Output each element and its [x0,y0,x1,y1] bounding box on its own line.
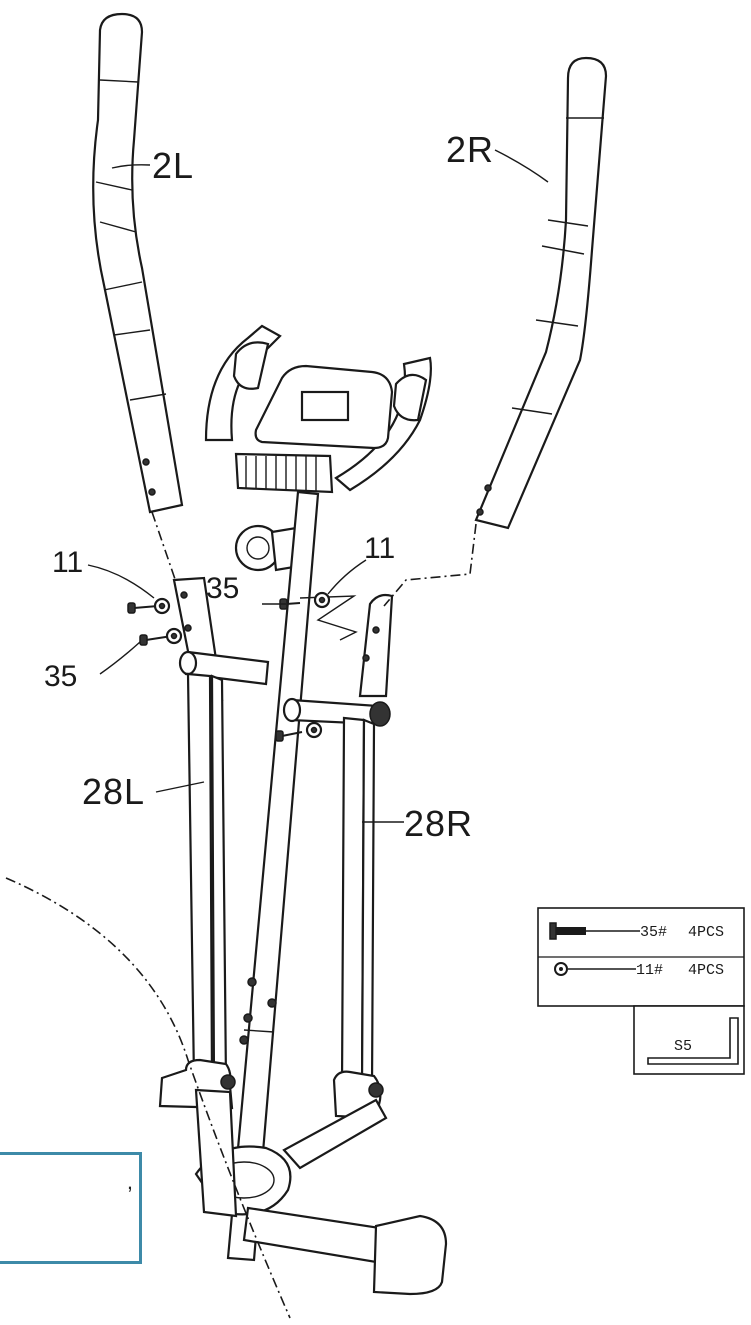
left-washer-bottom [165,627,183,645]
left-washer-leader [87,564,155,599]
right-assembly-line [383,523,477,607]
left-handlebar-label: 2L [152,145,194,186]
right-washer-label: 11 [364,532,395,565]
left-bolt-leader [99,641,141,675]
left-lower-arm-leader [155,781,205,793]
center-bolt-bottom [275,730,303,742]
left-lower-arm-label: 28L [82,771,145,812]
hardware-item-washer-qty: 4PCS [688,962,724,979]
right-bracket [358,593,394,698]
right-handlebar-label: 2R [446,129,494,170]
left-lower-arm [186,672,228,1084]
left-assembly-line [151,511,177,583]
right-lower-arm-label: 28R [404,803,473,844]
tool-box: S5 [633,1005,745,1075]
right-washer-leader [327,559,367,595]
note-callout-box: , [0,1152,142,1264]
bolt-icon [549,922,586,940]
right-axle [282,697,391,727]
tension-knob [234,524,302,572]
center-washer-bottom [305,721,323,739]
left-washer-top [153,597,171,615]
left-washer-label: 11 [52,546,83,579]
main-upright-post [226,490,320,1262]
center-assembly-zigzag [299,595,358,641]
note-callout-text: , [126,1169,133,1194]
washer-icon [554,962,568,976]
right-lower-arm [340,716,376,1090]
flywheel-cover-outline [5,877,291,1319]
hardware-item-bolt-qty: 4PCS [688,924,724,941]
allen-key-icon [647,1017,739,1065]
console-part [204,324,432,494]
right-handlebar-part [474,56,608,530]
right-handlebar-leader [494,149,549,183]
hardware-item-bolt-code: 35# [640,924,667,941]
tool-label: S5 [674,1038,692,1055]
center-bolt-label: 35 [206,572,239,605]
frame-base [194,1088,448,1296]
hardware-item-washer-code: 11# [636,962,663,979]
left-handlebar-leader [111,164,151,169]
left-bolt-top [127,602,159,614]
left-bolt-label: 35 [44,660,77,693]
left-handlebar-part [92,12,184,514]
hardware-pack-box: 35# 4PCS 11# 4PCS [537,907,745,1007]
center-washer-top [313,591,331,609]
